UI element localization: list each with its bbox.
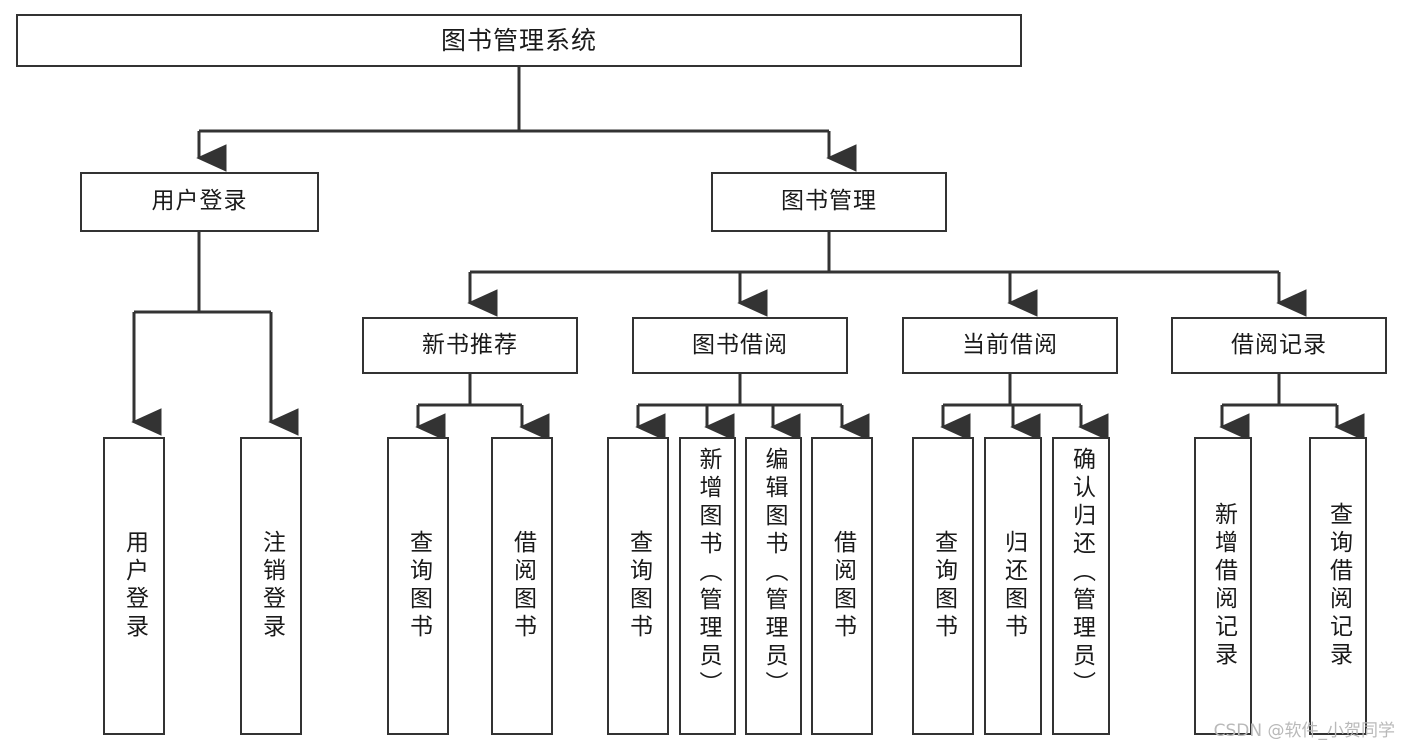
leaf-borrow-book-1[interactable]: 借阅图书 [491,437,553,735]
node-label: 确认归还（管理员） [1068,447,1095,699]
node-label: 图书借阅 [692,331,788,358]
leaf-user-login[interactable]: 用户登录 [103,437,165,735]
node-new-book-recommend[interactable]: 新书推荐 [362,317,578,374]
node-current-borrow[interactable]: 当前借阅 [902,317,1118,374]
leaf-logout-login[interactable]: 注销登录 [240,437,302,735]
node-book-management[interactable]: 图书管理 [711,172,947,232]
node-root-system[interactable]: 图书管理系统 [16,14,1022,67]
node-label: 借阅图书 [829,530,856,642]
node-label: 编辑图书（管理员） [761,447,787,699]
node-label: 用户登录 [151,188,248,215]
node-book-borrow[interactable]: 图书借阅 [632,317,848,374]
leaf-return-book[interactable]: 归还图书 [984,437,1042,735]
leaf-query-book-2[interactable]: 查询图书 [607,437,669,735]
node-label: 查询图书 [405,530,432,642]
node-label: 新增借阅记录 [1210,502,1237,670]
leaf-query-book-3[interactable]: 查询图书 [912,437,974,735]
node-label: 查询图书 [625,530,652,642]
leaf-edit-book-admin[interactable]: 编辑图书（管理员） [745,437,802,735]
watermark-text: CSDN @软件_小贺同学 [1213,721,1395,741]
node-label: 新书推荐 [422,331,518,358]
node-label: 查询借阅记录 [1325,502,1352,670]
node-label: 图书管理 [781,188,877,215]
node-label: 新增图书（管理员） [695,447,721,699]
leaf-query-book-1[interactable]: 查询图书 [387,437,449,735]
leaf-borrow-book-2[interactable]: 借阅图书 [811,437,873,735]
leaf-query-borrow-record[interactable]: 查询借阅记录 [1309,437,1367,735]
node-label: 注销登录 [258,530,285,642]
node-label: 用户登录 [121,530,148,642]
node-label: 借阅图书 [509,530,536,642]
node-label: 图书管理系统 [440,25,597,55]
node-label: 借阅记录 [1231,331,1327,358]
leaf-confirm-return-admin[interactable]: 确认归还（管理员） [1052,437,1110,735]
node-label: 归还图书 [1000,530,1027,642]
leaf-add-borrow-record[interactable]: 新增借阅记录 [1194,437,1252,735]
node-label: 当前借阅 [962,331,1058,358]
node-borrow-record[interactable]: 借阅记录 [1171,317,1387,374]
node-label: 查询图书 [930,530,957,642]
leaf-add-book-admin[interactable]: 新增图书（管理员） [679,437,736,735]
node-user-login[interactable]: 用户登录 [80,172,319,232]
